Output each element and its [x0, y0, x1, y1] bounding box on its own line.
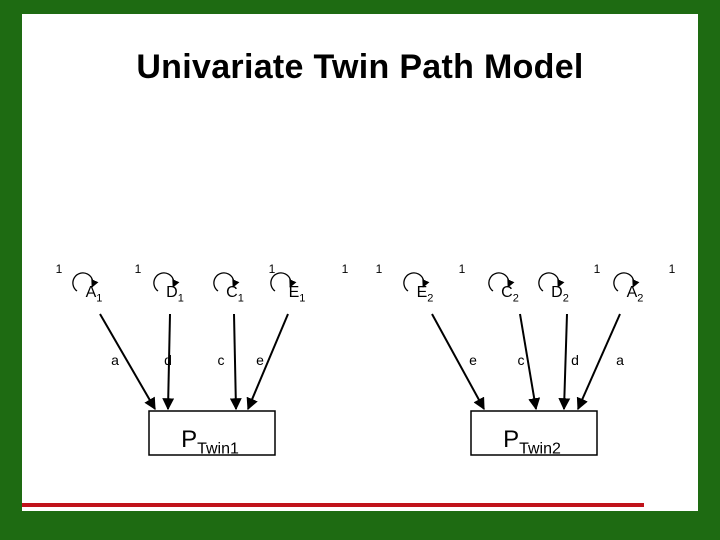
factor-label-c1: C1	[226, 284, 244, 304]
factor-label-d1-subscript: 1	[178, 292, 184, 304]
phenotype-box-twin1	[148, 410, 276, 456]
variance-loop-c2	[488, 272, 515, 292]
variance-loop-d1	[153, 272, 180, 292]
factor-label-d1: D1	[166, 284, 184, 304]
variance-loop-e2	[403, 272, 430, 292]
path-arrow-c	[519, 313, 541, 411]
factor-label-c1-base: C	[226, 284, 238, 301]
factor-label-e1-base: E	[289, 284, 300, 301]
divider-rule	[22, 503, 644, 507]
variance-label: 1	[342, 262, 349, 276]
factor-label-a2-base: A	[627, 284, 638, 301]
factor-label-c1-subscript: 1	[238, 292, 244, 304]
variance-label: 1	[269, 262, 276, 276]
factor-label-a1-base: A	[86, 284, 97, 301]
variance-label: 1	[594, 262, 601, 276]
factor-label-c2: C2	[501, 284, 519, 304]
path-label-d: d	[164, 352, 172, 368]
factor-label-c2-subscript: 2	[513, 292, 519, 304]
path-label-c: c	[518, 352, 525, 368]
factor-label-a1-subscript: 1	[96, 292, 102, 304]
phenotype-box-twin2	[470, 410, 598, 456]
path-label-e: e	[469, 352, 477, 368]
variance-label: 1	[56, 262, 63, 276]
phenotype-label-twin2: PTwin2	[503, 426, 561, 458]
phenotype-label-twin2-subscript: Twin2	[519, 441, 561, 458]
variance-loop-e1	[270, 272, 297, 292]
page-title: Univariate Twin Path Model	[136, 48, 584, 86]
variance-label: 1	[135, 262, 142, 276]
phenotype-label-twin2-base: P	[503, 426, 519, 453]
path-label-d: d	[571, 352, 579, 368]
path-label-a: a	[111, 352, 119, 368]
path-arrow-a	[99, 313, 156, 411]
factor-label-d2-base: D	[551, 284, 563, 301]
variance-loop-a1	[72, 272, 99, 292]
factor-label-e1: E1	[289, 284, 306, 304]
phenotype-label-twin1: PTwin1	[181, 426, 239, 458]
variance-label: 1	[669, 262, 676, 276]
factor-label-d1-base: D	[166, 284, 178, 301]
factor-label-d2-subscript: 2	[563, 292, 569, 304]
factor-label-e1-subscript: 1	[299, 292, 305, 304]
variance-loop-d2	[538, 272, 565, 292]
path-arrows	[99, 313, 621, 456]
factor-label-a2-subscript: 2	[637, 292, 643, 304]
factor-label-e2-base: E	[417, 284, 428, 301]
variance-loop-a2	[613, 272, 640, 292]
phenotype-label-twin1-subscript: Twin1	[197, 441, 239, 458]
path-arrow-d	[558, 313, 571, 411]
variance-label: 1	[459, 262, 466, 276]
path-label-e: e	[256, 352, 264, 368]
variance-loops	[72, 272, 640, 292]
variance-label: 1	[376, 262, 383, 276]
factor-label-e2: E2	[417, 284, 434, 304]
factor-label-a2: A2	[627, 284, 644, 304]
factor-label-d2: D2	[551, 284, 569, 304]
path-arrow-e	[431, 313, 485, 411]
path-arrow-c	[229, 313, 242, 411]
variance-loop-c1	[213, 272, 240, 292]
path-arrow-a	[576, 313, 621, 411]
factor-label-a1: A1	[86, 284, 103, 304]
path-label-c: c	[218, 352, 225, 368]
diagram-labels: A11aD11dC11cE11ePTwin1E21eC21cD21dA21aPT…	[56, 262, 676, 458]
factor-label-e2-subscript: 2	[427, 292, 433, 304]
factor-label-c2-base: C	[501, 284, 513, 301]
path-label-a: a	[616, 352, 624, 368]
path-arrow-e	[246, 313, 289, 411]
path-diagram: A11aD11dC11cE11ePTwin1E21eC21cD21dA21aPT…	[56, 262, 676, 458]
phenotype-label-twin1-base: P	[181, 426, 197, 453]
path-arrow-d	[162, 313, 175, 411]
